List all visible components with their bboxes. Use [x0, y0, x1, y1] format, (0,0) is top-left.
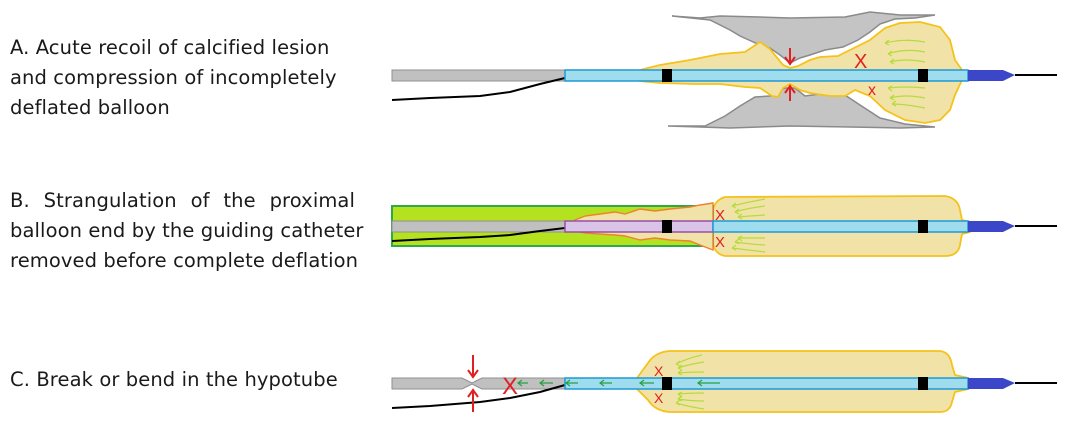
marker-band-distal-c	[918, 377, 928, 390]
panel-b-diagram: X X	[391, 195, 1057, 257]
panel-a-diagram: X x	[391, 11, 1057, 129]
catheter-tip-a	[968, 70, 1015, 81]
caption-c-line-1: C. Break or bend in the hypotube	[10, 368, 338, 391]
failure-mark-c-3: X	[654, 390, 664, 406]
compression-arrows-a	[784, 48, 796, 101]
inner-tube-c	[564, 377, 969, 390]
failure-mark-b-1: X	[715, 207, 725, 224]
caption-c: C. Break or bend in the hypotube	[10, 365, 338, 395]
flow-arrows-c	[675, 354, 705, 410]
failure-mark-a-1: X	[854, 51, 867, 73]
caption-a: A. Acute recoil of calcified lesion and …	[10, 33, 337, 123]
failure-mark-c-2: X	[654, 363, 664, 379]
flow-arrows-b	[731, 198, 766, 253]
hypotube-shaft-c	[391, 377, 566, 390]
marker-band-distal-a	[918, 69, 928, 82]
caption-b-line-1: B. Strangulation of the proximal	[10, 189, 355, 212]
catheter-tip-b	[968, 221, 1015, 232]
guidewire-proximal-a	[391, 77, 566, 101]
caption-a-line-2: and compression of incompletely	[10, 66, 337, 89]
marker-band-distal-b	[918, 220, 928, 233]
break-arrows-c	[467, 355, 479, 412]
failure-mark-a-2: x	[868, 82, 876, 99]
flow-arrows-a	[884, 39, 926, 109]
marker-band-proximal-a	[662, 69, 672, 82]
caption-b: B. Strangulation of the proximal balloon…	[10, 186, 364, 276]
hypotube-shaft-a	[391, 69, 566, 82]
inner-tube-b	[712, 220, 969, 233]
marker-band-proximal-c	[662, 377, 672, 390]
trapped-inner-tube	[564, 220, 714, 233]
backflow-arrows-c	[517, 379, 720, 387]
guidewire-proximal-b	[391, 227, 566, 242]
caption-a-line-3: deflated balloon	[10, 96, 170, 119]
guidewire-proximal-c	[391, 384, 566, 409]
panel-c-diagram: X X X	[391, 350, 1057, 413]
marker-band-proximal-b	[662, 220, 672, 233]
caption-b-line-2: balloon end by the guiding catheter	[10, 219, 364, 242]
caption-a-line-1: A. Acute recoil of calcified lesion	[10, 36, 330, 59]
inner-tube-a	[564, 69, 969, 82]
failure-mark-b-2: X	[715, 234, 725, 251]
catheter-tip-c	[968, 378, 1015, 389]
caption-b-line-3: removed before complete deflation	[10, 249, 359, 272]
failure-mark-c-1: X	[502, 373, 518, 400]
